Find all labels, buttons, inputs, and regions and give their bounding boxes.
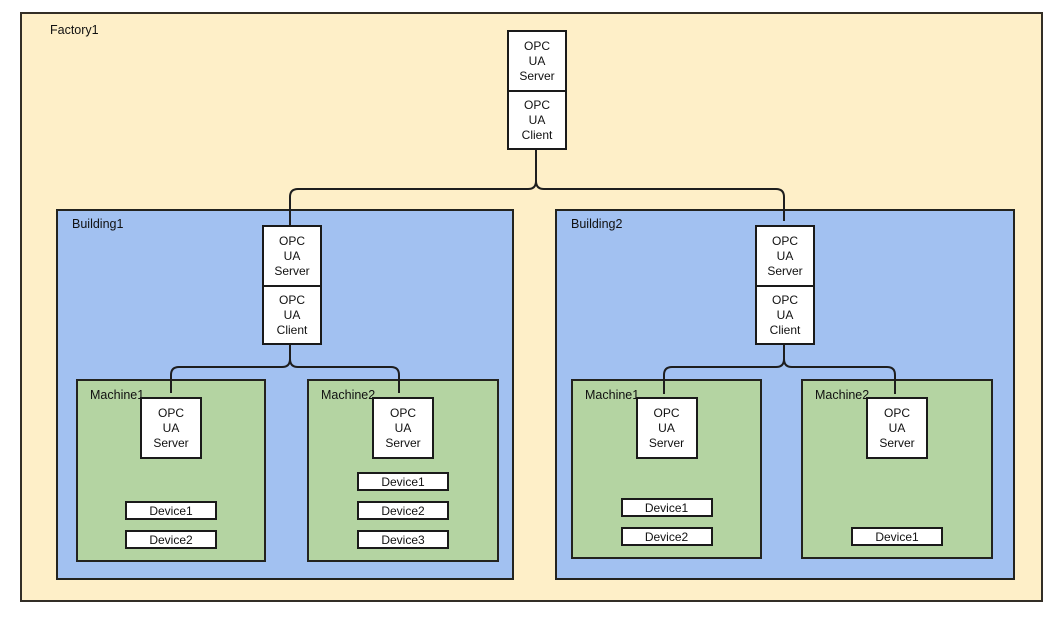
machine-opc-ua-server-node: OPC UA Server [372,397,434,459]
device-list: Device1 Device2 Device3 [357,472,449,549]
device-node: Device1 [851,527,943,546]
building-1: Building1 OPC UA Server OPC UA Client Ma… [56,209,514,580]
machine-opc-ua-server-node: OPC UA Server [635,397,698,459]
opc-ua-server-cell: OPC UA Server [274,233,310,278]
building-1-machine-2: Machine2 OPC UA Server Device1 Device2 D… [307,379,499,562]
device-node: Device2 [125,530,217,549]
opc-ua-client-cell: OPC UA Client [509,90,565,148]
device-node: Device2 [357,501,449,520]
building-2-machine-1: Machine1 OPC UA Server Device1 Device2 [571,379,762,559]
machine-opc-ua-server-node: OPC UA Server [866,397,928,459]
factory-container: Factory1 Building1 OPC UA Server OPC UA … [20,12,1043,602]
machine-label: Machine2 [815,388,870,402]
factory-label: Factory1 [50,23,99,37]
device-node: Device2 [620,527,713,546]
opc-ua-server-cell: OPC UA Server [519,38,555,83]
device-list: Device1 Device2 [125,501,217,549]
machine-label: Machine1 [585,388,640,402]
opc-ua-client-cell: OPC UA Client [264,285,320,343]
building-2-machine-2: Machine2 OPC UA Server Device1 [801,379,993,559]
device-node: Device1 [620,498,713,517]
machine-label: Machine1 [90,388,145,402]
building-2: Building2 OPC UA Server OPC UA Client Ma… [555,209,1015,580]
factory-gateway-node: OPC UA Server OPC UA Client [507,30,567,150]
opc-ua-client-cell: OPC UA Client [757,285,813,343]
device-node: Device3 [357,530,449,549]
device-list: Device1 [851,527,943,546]
building-2-gateway-node: OPC UA Server OPC UA Client [755,225,815,345]
building-1-label: Building1 [72,217,124,231]
building-1-machine-1: Machine1 OPC UA Server Device1 Device2 [76,379,266,562]
building-1-gateway-node: OPC UA Server OPC UA Client [262,225,322,345]
machine-label: Machine2 [321,388,376,402]
device-node: Device1 [125,501,217,520]
building-2-label: Building2 [571,217,623,231]
device-list: Device1 Device2 [620,498,713,546]
machine-opc-ua-server-node: OPC UA Server [140,397,202,459]
opc-ua-server-cell: OPC UA Server [767,233,803,278]
device-node: Device1 [357,472,449,491]
